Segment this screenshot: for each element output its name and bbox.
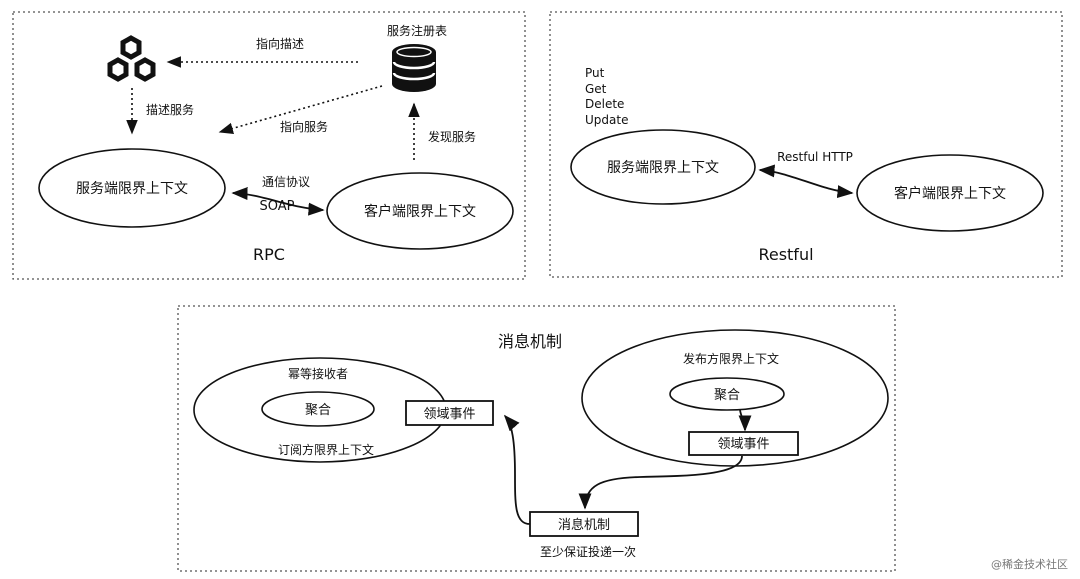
domain-event-right-label: 领域事件 — [717, 437, 769, 452]
messaging-panel-border — [177, 305, 896, 572]
publisher-aggregate-label: 聚合 — [714, 388, 740, 403]
rpc-client-context-ellipse — [326, 172, 514, 250]
rpc-server-context-ellipse — [38, 148, 226, 228]
rpc-server-context-label: 服务端限界上下文 — [76, 181, 188, 197]
restful-http-link — [758, 164, 854, 199]
message-mechanism-label: 消息机制 — [558, 517, 610, 533]
rpc-client-context-label: 客户端限界上下文 — [364, 203, 476, 220]
aggregate-to-event-arrow — [738, 409, 752, 432]
subscriber-context-label: 订阅方限界上下文 — [278, 442, 374, 457]
restful-client-context-label: 客户端限界上下文 — [894, 185, 1006, 202]
http-method-list: Put Get Delete Update — [585, 66, 628, 127]
arrow-describe-service-label: 描述服务 — [146, 102, 194, 117]
database-icon — [392, 44, 436, 92]
publisher-aggregate-ellipse — [669, 377, 785, 411]
registry-label: 服务注册表 — [387, 23, 447, 38]
protocol-label: 通信协议 — [262, 174, 310, 189]
domain-event-box-right — [688, 431, 799, 456]
bus-to-subscriber-arrow — [503, 414, 531, 525]
arrow-point-service — [218, 85, 383, 135]
rpc-caption: RPC — [253, 245, 285, 264]
restful-panel-border — [549, 11, 1063, 278]
idempotent-receiver-label: 幂等接收者 — [288, 366, 348, 381]
restful-client-context-ellipse — [856, 154, 1044, 232]
delivery-guarantee-label: 至少保证投递一次 — [540, 544, 636, 559]
domain-event-box-left — [405, 400, 494, 426]
restful-http-label: Restful HTTP — [777, 150, 853, 164]
restful-caption: Restful — [758, 245, 813, 264]
watermark: @稀金技术社区 — [991, 557, 1068, 571]
arrow-discover-service-label: 发现服务 — [428, 129, 476, 144]
protocol-name: SOAP — [260, 199, 295, 214]
http-method: Delete — [585, 97, 624, 111]
restful-server-context-label: 服务端限界上下文 — [607, 160, 719, 176]
rpc-panel-border — [12, 11, 526, 280]
arrow-point-service-label: 指向服务 — [280, 119, 328, 134]
publisher-context-label: 发布方限界上下文 — [683, 351, 779, 366]
messaging-panel: 消息机制 幂等接收者 聚合 订阅方限界上下文 领域事件 发布方限界上下文 聚合 … — [177, 305, 896, 572]
http-method: Update — [585, 113, 628, 127]
restful-panel: Put Get Delete Update 服务端限界上下文 客户端限界上下文 … — [549, 11, 1063, 278]
hexagon-cluster-icon — [107, 35, 156, 82]
rpc-protocol-link — [231, 187, 325, 216]
restful-server-context-ellipse — [570, 129, 756, 205]
arrow-describe-pointer-label: 指向描述 — [256, 36, 304, 51]
rpc-panel: 服务注册表 指向描述 描述服务 指向服务 发现服务 服务端限界上下文 客户端限界… — [12, 11, 526, 280]
http-method: Get — [585, 82, 607, 96]
publisher-to-bus-arrow — [578, 455, 743, 510]
message-mechanism-box — [529, 511, 639, 537]
subscriber-aggregate-ellipse — [261, 391, 375, 427]
subscriber-aggregate-label: 聚合 — [305, 403, 331, 418]
http-method: Put — [585, 66, 605, 80]
messaging-title: 消息机制 — [498, 332, 562, 351]
domain-event-left-label: 领域事件 — [423, 407, 475, 422]
